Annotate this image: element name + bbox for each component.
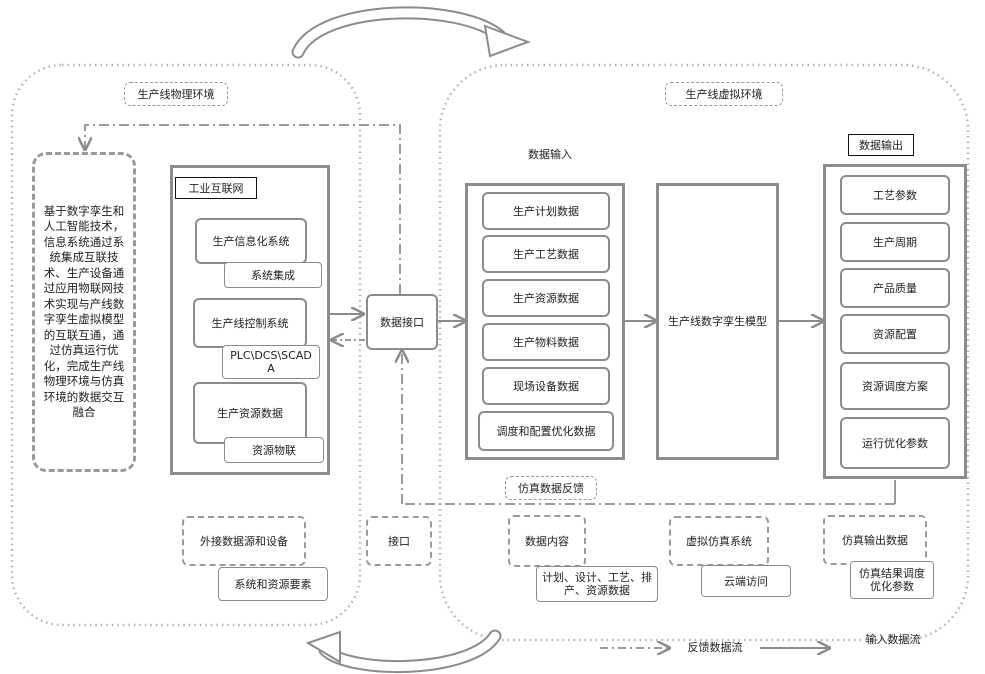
output-product-quality: 产品质量 [840, 268, 950, 308]
top-cycle-arrow [291, 6, 531, 59]
input-resource-data: 生产资源数据 [482, 279, 610, 317]
plc-dcs-scada-box: PLC\DCS\SCADA [222, 345, 320, 379]
data-content-box: 数据内容 [508, 515, 586, 567]
sim-output-data-box: 仿真输出数据 [823, 515, 927, 565]
virtual-sim-system-box: 虚拟仿真系统 [669, 516, 769, 566]
data-input-label: 数据输入 [528, 148, 572, 161]
data-output-label: 数据输出 [848, 134, 914, 156]
physical-env-frame [10, 63, 362, 627]
input-equipment-data: 现场设备数据 [482, 367, 610, 405]
industrial-internet-label: 工业互联网 [175, 177, 257, 199]
system-resource-elements-box: 系统和资源要素 [218, 567, 328, 601]
output-process-params: 工艺参数 [840, 175, 950, 215]
legend-feedback-label: 反馈数据流 [687, 641, 743, 654]
control-system-box: 生产线控制系统 [193, 298, 307, 348]
physical-env-title: 生产线物理环境 [124, 82, 228, 106]
input-material-data: 生产物料数据 [482, 323, 610, 361]
resource-data-box: 生产资源数据 [193, 382, 307, 444]
resource-iot-box: 资源物联 [224, 437, 324, 463]
cloud-access-box: 云端访问 [701, 565, 791, 597]
data-interface-box: 数据接口 [366, 294, 438, 350]
twin-model-box: 生产线数字孪生模型 [656, 183, 779, 460]
external-source-box: 外接数据源和设备 [182, 516, 306, 566]
output-resource-config: 资源配置 [840, 314, 950, 354]
output-production-cycle: 生产周期 [840, 222, 950, 262]
virtual-env-title: 生产线虚拟环境 [665, 82, 783, 106]
input-process-data: 生产工艺数据 [482, 235, 610, 273]
legend-input-label: 输入数据流 [865, 633, 921, 646]
feedback-top-loop [85, 124, 401, 294]
output-scheduling-plan: 资源调度方案 [840, 362, 950, 410]
virtual-env-frame [438, 63, 970, 642]
data-content-detail-box: 计划、设计、工艺、排产、资源数据 [536, 566, 658, 602]
input-plan-data: 生产计划数据 [482, 192, 610, 230]
integration-description: 基于数字孪生和人工智能技术，信息系统通过系统集成互联技术、生产设备通过应用物联网… [32, 152, 136, 472]
bottom-cycle-arrow [305, 629, 502, 673]
system-integration-box: 系统集成 [224, 262, 322, 288]
interface-box: 接口 [366, 516, 432, 566]
sim-feedback-label: 仿真数据反馈 [505, 476, 597, 500]
info-system-box: 生产信息化系统 [195, 218, 307, 264]
sim-result-box: 仿真结果调度优化参数 [850, 561, 934, 599]
input-scheduling-data: 调度和配置优化数据 [478, 411, 614, 451]
output-optimization-params: 运行优化参数 [840, 417, 950, 469]
